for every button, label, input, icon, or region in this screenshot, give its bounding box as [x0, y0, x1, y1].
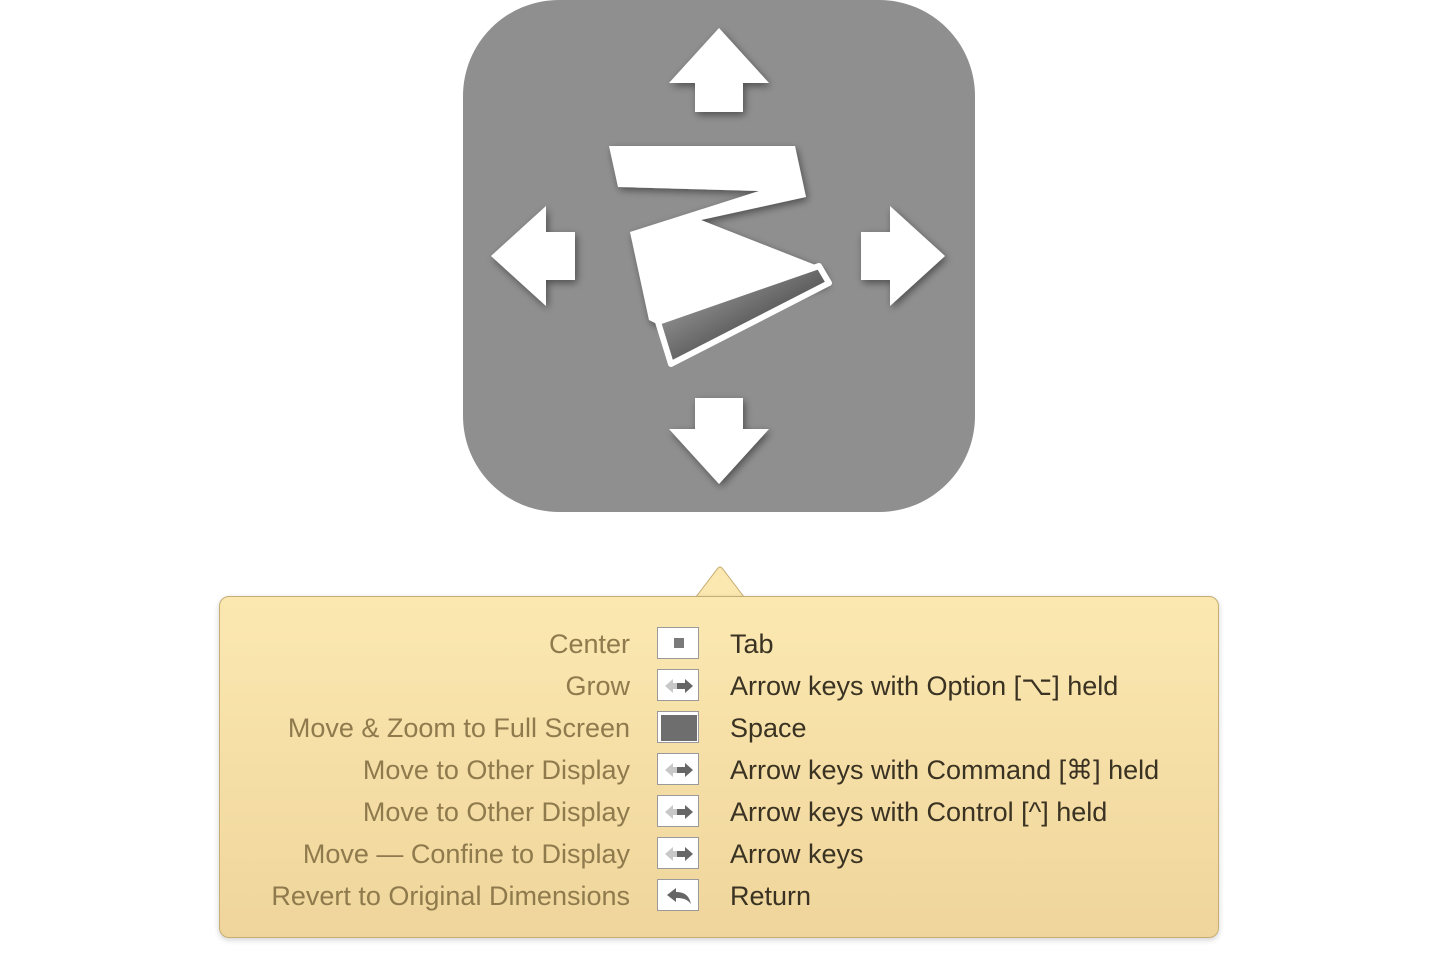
action-label: Move & Zoom to Full Screen [287, 713, 630, 743]
shortcut-label: Arrow keys with Option [⌥] held [730, 671, 1119, 701]
shortcut-label: Arrow keys with Command [⌘] held [730, 755, 1160, 785]
shortcut-label: Return [730, 881, 812, 911]
shortcut-row-grow: Grow Arrow keys with Option [⌥] held [220, 665, 1220, 707]
shortcut-row-other-display-command: Move to Other Display Arrow keys with Co… [220, 749, 1220, 791]
arrow-left-icon [491, 206, 575, 306]
shortcut-label: Arrow keys with Control [^] held [730, 797, 1108, 827]
action-label: Grow [565, 671, 630, 701]
arrow-keys-icon [657, 795, 699, 827]
shortcut-label: Tab [730, 629, 774, 659]
arrow-keys-icon [657, 837, 699, 869]
action-label: Move to Other Display [362, 797, 630, 827]
arrow-keys-icon [657, 753, 699, 785]
shortcut-row-revert: Revert to Original Dimensions Return [220, 875, 1220, 917]
shortcut-row-confine: Move — Confine to Display Arrow keys [220, 833, 1220, 875]
return-key-icon [657, 879, 699, 911]
center-key-icon [657, 627, 699, 659]
space-key-icon [657, 711, 699, 743]
action-label: Move — Confine to Display [302, 839, 630, 869]
action-label: Revert to Original Dimensions [271, 881, 630, 911]
arrow-down-icon [669, 398, 769, 484]
action-label: Center [548, 629, 630, 659]
shortcut-row-other-display-control: Move to Other Display Arrow keys with Co… [220, 791, 1220, 833]
shortcut-row-full-screen: Move & Zoom to Full Screen Space [220, 707, 1220, 749]
zooom-app-icon [491, 28, 945, 484]
shortcut-label: Space [730, 713, 807, 743]
shortcut-row-center: Center Tab [220, 623, 1220, 665]
popover-pointer [696, 566, 744, 598]
shortcut-label: Arrow keys [730, 839, 864, 869]
action-label: Move to Other Display [362, 755, 630, 785]
arrow-up-icon [669, 28, 769, 112]
arrow-keys-icon [657, 669, 699, 701]
shortcuts-popover: Center Tab Grow Arrow keys with Option [… [219, 596, 1219, 938]
app-icon [463, 0, 975, 512]
arrow-right-icon [861, 206, 945, 306]
